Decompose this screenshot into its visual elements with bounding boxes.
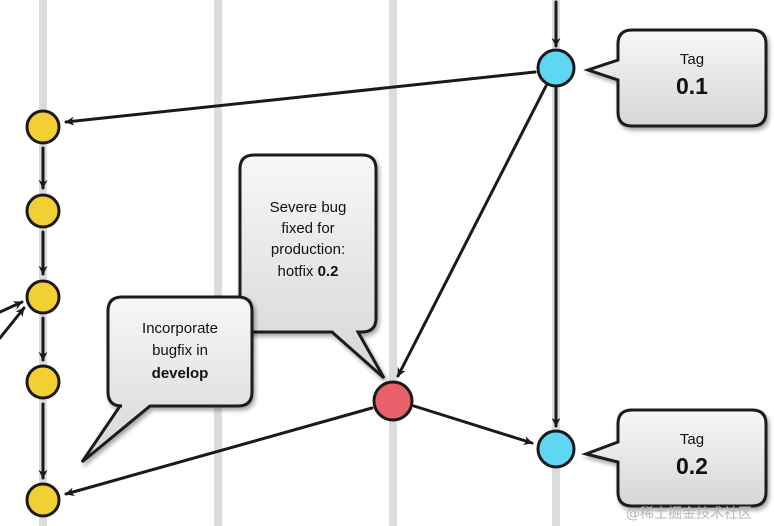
watermark: @稀土掘金技术社区	[626, 506, 752, 522]
tag-label: Tag	[680, 431, 704, 448]
develop-note-line-3: develop	[152, 365, 209, 382]
commit-master-0-1	[536, 48, 576, 88]
develop-note-line-1: Incorporate	[142, 320, 218, 337]
arrow-master-to-develop	[64, 70, 537, 126]
commit-master-0-2	[536, 429, 576, 469]
arrow-feature-in-1	[0, 300, 24, 314]
callout-develop-note: Incorporate bugfix in develop	[80, 295, 254, 464]
hotfix-version: 0.2	[318, 263, 339, 280]
commit-develop-4	[25, 364, 61, 400]
callout-tag-0-2: Tag 0.2	[580, 408, 768, 508]
commit-develop-2	[25, 193, 61, 229]
callout-tag-0-1: Tag 0.1	[583, 28, 768, 128]
arrow-feature-in-2	[0, 306, 26, 340]
commit-develop-5	[25, 482, 61, 518]
commit-develop-3	[25, 279, 61, 315]
commit-develop-1	[25, 109, 61, 145]
hotfix-note-line-1: Severe bug	[270, 199, 347, 216]
tag-label: Tag	[680, 51, 704, 68]
hotfix-note-prefix: hotfix	[278, 263, 318, 280]
tag-version: 0.2	[676, 453, 708, 479]
hotfix-note-line-2: fixed for	[281, 220, 334, 237]
arrow-hotfix-to-develop	[64, 406, 374, 497]
hotfix-note-line-4: hotfix 0.2	[278, 263, 339, 280]
develop-note-line-2: bugfix in	[152, 342, 208, 359]
hotfix-note-line-3: production:	[271, 241, 345, 258]
commits	[25, 48, 576, 518]
tag-version: 0.1	[676, 73, 708, 99]
commit-hotfix	[372, 380, 414, 422]
arrow-hotfix-to-master	[412, 404, 534, 445]
callout-hotfix-note: Severe bug fixed for production: hotfix …	[238, 153, 386, 380]
commit-arrows	[0, 0, 561, 497]
arrow-master-to-hotfix	[396, 84, 548, 378]
